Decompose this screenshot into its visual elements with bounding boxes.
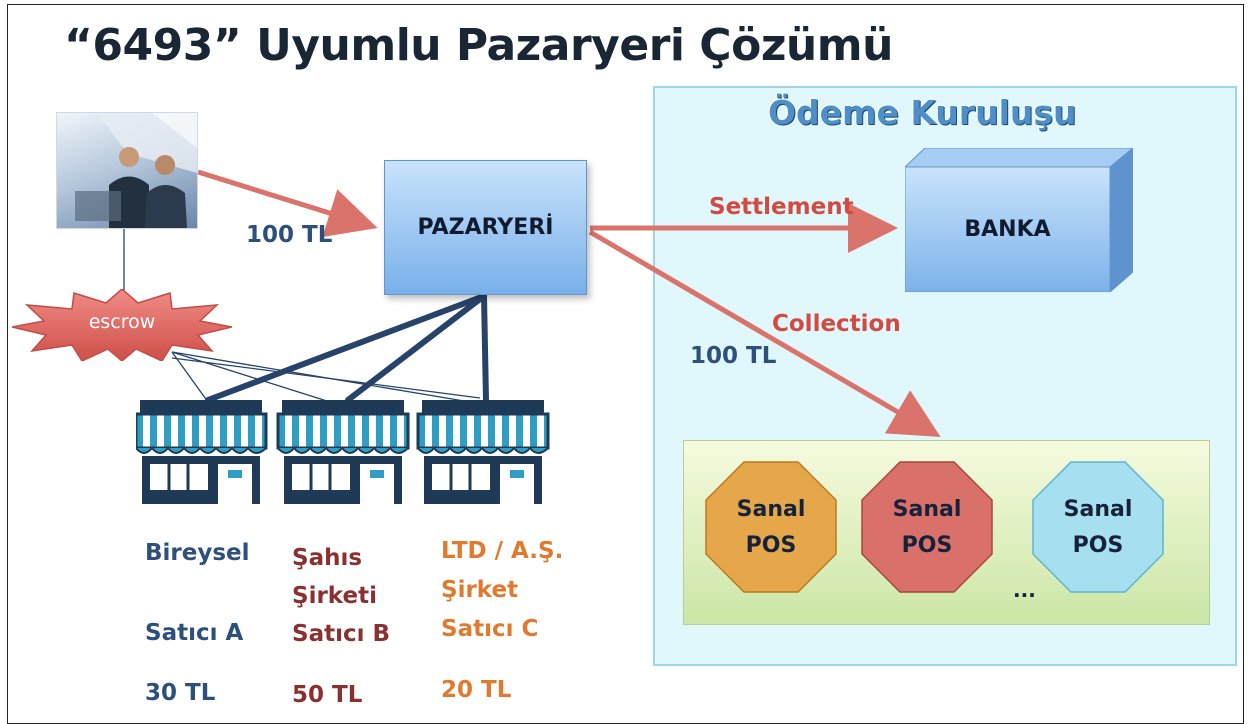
sanal-pos-3-line2: POS <box>1072 533 1124 558</box>
escrow-link-a <box>171 351 209 403</box>
seller-c-type-line1: LTD / A.Ş. <box>441 538 564 564</box>
sanal-pos-1-line1: Sanal <box>736 497 806 522</box>
sanal-pos-1: Sanal POS <box>704 460 838 594</box>
businessmen-photo <box>56 112 198 229</box>
odeme-kurulusu-title: Ödeme Kuruluşu <box>768 93 1077 132</box>
seller-b-type-line2: Şirketi <box>292 583 377 609</box>
sanal-pos-2-line2: POS <box>901 533 953 558</box>
sanal-pos-1-line2: POS <box>745 533 797 558</box>
storefronts <box>136 400 550 505</box>
seller-b-amount: 50 TL <box>292 682 363 708</box>
banka-box <box>905 148 1133 292</box>
sanal-pos-3-line1: Sanal <box>1063 497 1133 522</box>
seller-a-amount: 30 TL <box>145 680 216 706</box>
collection-amount-label: 100 TL <box>690 343 777 369</box>
seller-c-name: Satıcı C <box>441 616 539 642</box>
escrow-link-b <box>171 351 331 403</box>
seller-b-type-line1: Şahıs <box>292 545 363 571</box>
slide-title: “6493” Uyumlu Pazaryeri Çözümü <box>64 20 893 71</box>
pazaryeri-box: PAZARYERİ <box>384 160 587 295</box>
settlement-label: Settlement <box>709 194 854 220</box>
collection-arrow <box>588 229 941 438</box>
octagon-icon <box>861 461 993 593</box>
escrow-star: escrow <box>12 289 232 361</box>
sanal-pos-3: Sanal POS <box>1031 460 1165 594</box>
pazaryeri-link-a <box>205 293 487 403</box>
storefront-icon-a <box>136 400 268 505</box>
seller-a-name: Satıcı A <box>145 620 244 646</box>
storefront-icon-c <box>416 400 550 505</box>
escrow-label: escrow <box>88 311 156 333</box>
escrow-star-shape <box>12 289 232 361</box>
escrow-link-d <box>171 357 481 399</box>
pazaryeri-links <box>205 293 489 403</box>
storefront-icon-b <box>276 400 410 505</box>
payment-arrow <box>197 169 378 237</box>
pazaryeri-link-c <box>481 293 489 403</box>
octagon-icon <box>705 461 837 593</box>
businessmen-icon <box>75 113 197 228</box>
seller-c-amount: 20 TL <box>441 677 512 703</box>
banka-label: BANKA <box>964 217 1051 242</box>
octagon-icon <box>1032 461 1164 593</box>
sanal-pos-2-line1: Sanal <box>892 497 962 522</box>
sanal-pos-2: Sanal POS <box>860 460 994 594</box>
escrow-links <box>123 225 481 403</box>
seller-b-name: Satıcı B <box>292 621 391 647</box>
pazaryeri-label: PAZARYERİ <box>417 215 554 240</box>
payment-arrows <box>197 169 941 438</box>
seller-a-type: Bireysel <box>145 540 250 566</box>
collection-label: Collection <box>772 311 901 337</box>
seller-c-type-line2: Şirket <box>441 577 519 603</box>
payment-amount-label: 100 TL <box>246 222 333 248</box>
pazaryeri-link-b <box>345 293 487 403</box>
more-pos-ellipsis: ... <box>1013 578 1036 602</box>
